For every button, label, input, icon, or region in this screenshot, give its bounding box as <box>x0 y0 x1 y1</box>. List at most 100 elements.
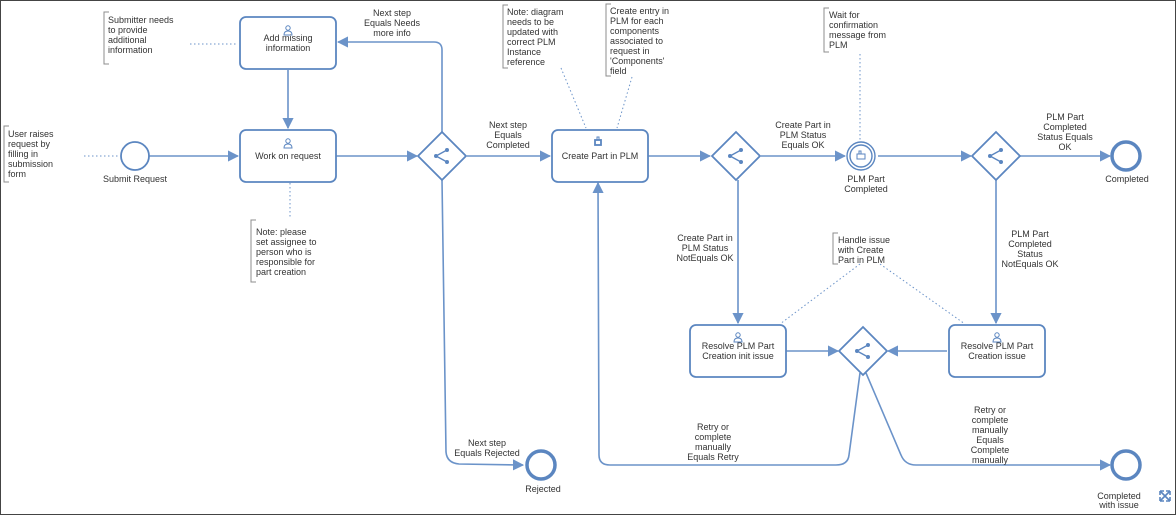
svg-text:NotEquals OK: NotEquals OK <box>1001 259 1058 269</box>
gateway-create-status[interactable] <box>710 130 762 182</box>
annotation-entry-line: PLM for each <box>610 16 664 26</box>
flow-label-retry: Retry or complete manually Equals Retry <box>687 422 739 462</box>
gateway-completed-status[interactable] <box>970 130 1022 182</box>
task-label: Resolve PLM Part <box>961 341 1034 351</box>
sequence-flows <box>149 36 1112 471</box>
annotation-submitter: Submitter needs to provide additional in… <box>103 11 174 65</box>
svg-text:Create Part in: Create Part in <box>775 120 831 130</box>
annotation-wait: Wait for confirmation message from PLM <box>823 7 886 53</box>
svg-text:Equals: Equals <box>494 130 522 140</box>
svg-text:OK: OK <box>1058 142 1071 152</box>
annotation-assignee-line: person who is <box>256 247 312 257</box>
event-label-submit: Submit Request <box>103 174 168 184</box>
annotation-diagram: Note: diagram needs to be updated with c… <box>502 4 564 69</box>
annotation-handle-line: with Create <box>837 245 884 255</box>
annotation-submitter-line: to provide <box>108 25 148 35</box>
annotation-diagram-line: correct PLM <box>507 37 556 47</box>
assoc-entry-note <box>616 76 633 129</box>
annotation-entry-line: associated to <box>610 36 663 46</box>
annotation-handle-line: Handle issue <box>838 235 890 245</box>
end-event-rejected[interactable] <box>525 449 557 481</box>
annotation-wait-line: PLM <box>829 40 848 50</box>
annotation-user: User raises request by filling in submis… <box>3 125 54 183</box>
svg-text:manually: manually <box>695 442 732 452</box>
annotation-user-line: User raises <box>8 129 54 139</box>
annotation-diagram-line: updated with <box>507 27 558 37</box>
svg-text:complete: complete <box>695 432 732 442</box>
svg-text:Equals Retry: Equals Retry <box>687 452 739 462</box>
assoc-handle-init <box>779 263 861 325</box>
svg-text:Completed: Completed <box>486 140 530 150</box>
gateway-branch-icon <box>434 148 449 164</box>
flow-next-rejected[interactable] <box>441 179 525 471</box>
annotation-entry-line: field <box>610 66 627 76</box>
flow-label-completed-ok: PLM Part Completed Status Equals OK <box>1037 112 1093 152</box>
assoc-handle-resolve <box>879 263 966 325</box>
task-label: Create Part in PLM <box>562 151 639 161</box>
svg-text:Complete: Complete <box>971 445 1010 455</box>
svg-text:Next step: Next step <box>468 438 506 448</box>
task-label: Add missing <box>263 33 312 43</box>
annotation-assignee-line: set assignee to <box>256 237 317 247</box>
svg-text:Retry or: Retry or <box>974 405 1006 415</box>
send-task-icon <box>594 136 602 146</box>
annotation-wait-line: Wait for <box>829 10 860 20</box>
svg-text:PLM Part: PLM Part <box>1046 112 1084 122</box>
svg-text:Equals OK: Equals OK <box>781 140 824 150</box>
svg-text:manually: manually <box>972 425 1009 435</box>
annotation-submitter-line: information <box>108 45 153 55</box>
task-create-part-in-plm[interactable]: Create Part in PLM <box>551 129 649 183</box>
gateway-branch-icon <box>855 343 870 359</box>
event-label-completed-issue: Completed <box>1097 491 1141 501</box>
svg-text:PLM Status: PLM Status <box>682 243 729 253</box>
task-resolve-init-issue[interactable]: Resolve PLM Part Creation init issue <box>689 324 787 378</box>
annotation-entry: Create entry in PLM for each components … <box>605 3 669 77</box>
flow-label-status-not-ok: Create Part in PLM Status NotEquals OK <box>676 233 733 263</box>
annotation-diagram-line: Instance <box>507 47 541 57</box>
annotation-wait-line: confirmation <box>829 20 878 30</box>
flow-label-rejected: Next step Equals Rejected <box>454 438 520 458</box>
task-work-on-request[interactable]: Work on request <box>239 129 337 183</box>
flow-needs-info[interactable] <box>336 36 443 132</box>
fullscreen-expand-icon[interactable] <box>1157 488 1173 504</box>
assoc-diagram-note <box>560 67 587 129</box>
svg-text:Retry or: Retry or <box>697 422 729 432</box>
annotation-submitter-line: Submitter needs <box>108 15 174 25</box>
svg-text:manually: manually <box>972 455 1009 465</box>
user-task-icon <box>992 332 1002 343</box>
task-add-missing-info[interactable]: Add missing information <box>239 16 337 70</box>
annotation-handle: Handle issue with Create Part in PLM <box>832 232 890 265</box>
user-task-icon <box>733 332 743 343</box>
gateway-retry-or-manual[interactable] <box>837 325 889 377</box>
task-resolve-issue[interactable]: Resolve PLM Part Creation issue <box>948 324 1046 378</box>
annotation-handle-line: Part in PLM <box>838 255 885 265</box>
annotation-assignee: Note: please set assignee to person who … <box>250 219 317 283</box>
svg-text:Completed: Completed <box>1008 239 1052 249</box>
annotation-entry-line: components <box>610 26 660 36</box>
task-label: Creation init issue <box>702 351 774 361</box>
task-label: Creation issue <box>968 351 1026 361</box>
flow-label-status-ok: Create Part in PLM Status Equals OK <box>775 120 831 150</box>
gateway-branch-icon <box>728 148 743 164</box>
start-event-submit-request[interactable] <box>120 141 150 171</box>
user-task-icon <box>283 138 293 149</box>
intermediate-event-plm-part-completed[interactable] <box>846 141 876 171</box>
annotation-user-line: filling in <box>8 149 38 159</box>
end-event-completed[interactable] <box>1110 140 1142 172</box>
event-label-plm: PLM Part <box>847 174 885 184</box>
event-label-plm: Completed <box>844 184 888 194</box>
flow-label-needs-info: Next step Equals Needs more info <box>364 8 421 38</box>
svg-text:PLM Part: PLM Part <box>1011 229 1049 239</box>
svg-text:Next step: Next step <box>489 120 527 130</box>
flow-complete-manually[interactable] <box>865 372 1112 471</box>
annotation-diagram-line: reference <box>507 57 545 67</box>
gateway-next-step[interactable] <box>416 130 468 182</box>
flow-retry[interactable] <box>592 181 861 466</box>
annotation-user-line: form <box>8 169 26 179</box>
annotation-entry-line: request in <box>610 46 650 56</box>
svg-text:Equals: Equals <box>976 435 1004 445</box>
associations <box>84 43 966 325</box>
svg-text:Status Equals: Status Equals <box>1037 132 1093 142</box>
end-event-completed-with-issue[interactable] <box>1110 449 1142 481</box>
